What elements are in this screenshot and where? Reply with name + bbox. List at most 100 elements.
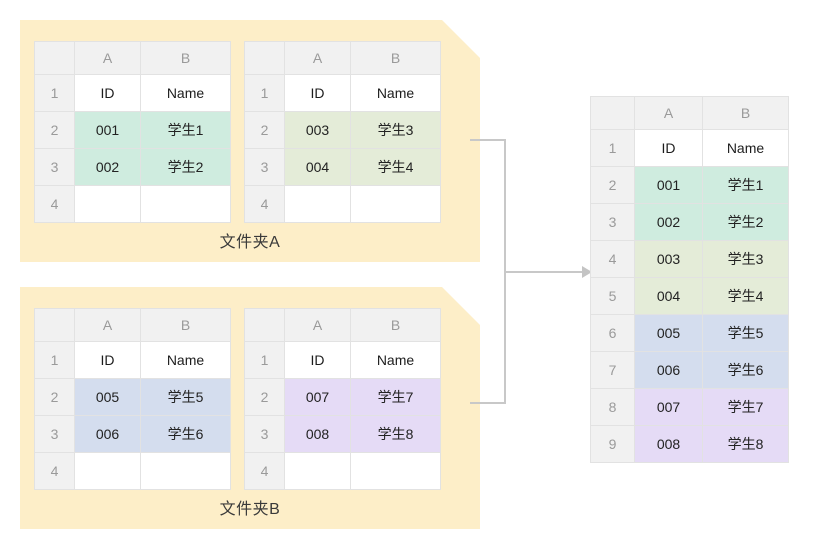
row-header[interactable]: 1 [244,341,285,379]
column-header-a[interactable]: A [74,41,141,75]
cell-a4[interactable] [284,452,351,490]
select-all-corner[interactable] [590,96,635,130]
cell-a2[interactable]: 001 [74,111,141,149]
row-header[interactable]: 1 [34,341,75,379]
cell-b4[interactable] [350,185,441,223]
cell-b4[interactable] [140,185,231,223]
sheet-column-header-row: A B [590,96,789,130]
cell-a1[interactable]: ID [284,74,351,112]
sheet-row: 3 008 学生8 [244,415,441,453]
cell-b2[interactable]: 学生7 [350,378,441,416]
row-header[interactable]: 3 [34,148,75,186]
column-header-a[interactable]: A [284,308,351,342]
cell-b2[interactable]: 学生1 [140,111,231,149]
row-header[interactable]: 4 [244,452,285,490]
row-header[interactable]: 7 [590,351,635,389]
cell-b2[interactable]: 学生3 [350,111,441,149]
cell-a1[interactable]: ID [74,341,141,379]
cell-b1[interactable]: Name [140,74,231,112]
cell-a3[interactable]: 002 [74,148,141,186]
select-all-corner[interactable] [244,41,285,75]
cell-a3[interactable]: 008 [284,415,351,453]
row-header[interactable]: 2 [34,111,75,149]
row-header[interactable]: 3 [34,415,75,453]
cell-a5[interactable]: 004 [634,277,703,315]
table-row: 5 004 学生4 [590,277,789,315]
cell-a1[interactable]: ID [284,341,351,379]
cell-b8[interactable]: 学生7 [702,388,789,426]
column-header-b[interactable]: B [140,308,231,342]
row-header[interactable]: 4 [590,240,635,278]
cell-a6[interactable]: 005 [634,314,703,352]
row-header[interactable]: 5 [590,277,635,315]
cell-b2[interactable]: 学生5 [140,378,231,416]
sheet-row: 2 001 学生1 [34,111,231,149]
cell-a3[interactable]: 002 [634,203,703,241]
sheet-folder-b-file1[interactable]: A B 1 ID Name 2 005 学生5 3 006 学生6 4 [34,308,231,490]
row-header[interactable]: 3 [244,415,285,453]
cell-b1[interactable]: Name [350,74,441,112]
row-header[interactable]: 2 [244,111,285,149]
row-header[interactable]: 1 [590,129,635,167]
sheet-folder-a-file1[interactable]: A B 1 ID Name 2 001 学生1 3 002 学生2 4 [34,41,231,223]
row-header[interactable]: 3 [244,148,285,186]
select-all-corner[interactable] [244,308,285,342]
cell-a2[interactable]: 007 [284,378,351,416]
cell-a7[interactable]: 006 [634,351,703,389]
cell-b9[interactable]: 学生8 [702,425,789,463]
cell-a2[interactable]: 001 [634,166,703,204]
cell-a4[interactable] [74,185,141,223]
cell-a2[interactable]: 005 [74,378,141,416]
select-all-corner[interactable] [34,41,75,75]
cell-a8[interactable]: 007 [634,388,703,426]
column-header-a[interactable]: A [634,96,703,130]
cell-b4[interactable] [140,452,231,490]
cell-b3[interactable]: 学生4 [350,148,441,186]
cell-b3[interactable]: 学生8 [350,415,441,453]
column-header-a[interactable]: A [74,308,141,342]
cell-b4[interactable] [350,452,441,490]
cell-a3[interactable]: 004 [284,148,351,186]
cell-b6[interactable]: 学生5 [702,314,789,352]
cell-a4[interactable] [74,452,141,490]
row-header[interactable]: 4 [34,452,75,490]
row-header[interactable]: 8 [590,388,635,426]
cell-a1[interactable]: ID [634,129,703,167]
row-header[interactable]: 9 [590,425,635,463]
row-header[interactable]: 4 [244,185,285,223]
row-header[interactable]: 4 [34,185,75,223]
row-header[interactable]: 3 [590,203,635,241]
cell-a4[interactable] [284,185,351,223]
cell-b3[interactable]: 学生2 [140,148,231,186]
cell-a9[interactable]: 008 [634,425,703,463]
row-header[interactable]: 1 [244,74,285,112]
column-header-a[interactable]: A [284,41,351,75]
select-all-corner[interactable] [34,308,75,342]
column-header-b[interactable]: B [140,41,231,75]
cell-b1[interactable]: Name [350,341,441,379]
sheet-row: 1 ID Name [244,341,441,379]
row-header[interactable]: 6 [590,314,635,352]
row-header[interactable]: 2 [244,378,285,416]
cell-a4[interactable]: 003 [634,240,703,278]
cell-a3[interactable]: 006 [74,415,141,453]
cell-b4[interactable]: 学生3 [702,240,789,278]
cell-b3[interactable]: 学生6 [140,415,231,453]
column-header-b[interactable]: B [350,308,441,342]
row-header[interactable]: 2 [590,166,635,204]
column-header-b[interactable]: B [702,96,789,130]
row-header[interactable]: 2 [34,378,75,416]
column-header-b[interactable]: B [350,41,441,75]
cell-b2[interactable]: 学生1 [702,166,789,204]
cell-a2[interactable]: 003 [284,111,351,149]
row-header[interactable]: 1 [34,74,75,112]
cell-b7[interactable]: 学生6 [702,351,789,389]
sheet-folder-a-file2[interactable]: A B 1 ID Name 2 003 学生3 3 004 学生4 4 [244,41,441,223]
cell-a1[interactable]: ID [74,74,141,112]
cell-b3[interactable]: 学生2 [702,203,789,241]
sheet-folder-b-file2[interactable]: A B 1 ID Name 2 007 学生7 3 008 学生8 4 [244,308,441,490]
merged-result-sheet[interactable]: A B 1 ID Name 2 001 学生1 3 002 学生2 4 003 … [590,96,789,463]
cell-b1[interactable]: Name [140,341,231,379]
cell-b5[interactable]: 学生4 [702,277,789,315]
cell-b1[interactable]: Name [702,129,789,167]
